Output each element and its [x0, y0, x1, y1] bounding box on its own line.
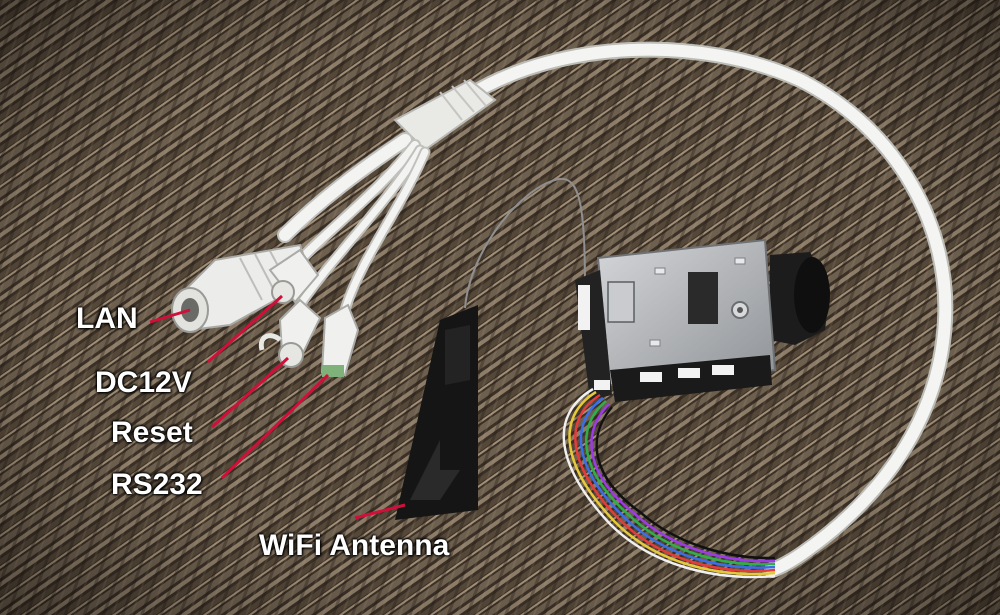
- label-reset: Reset: [111, 416, 193, 449]
- wire-bundle: [562, 387, 776, 579]
- label-wifi-antenna: WiFi Antenna: [259, 529, 450, 562]
- cable-breakout: [277, 78, 497, 316]
- leader-line-dc12v: [207, 294, 283, 364]
- leader-line-wifi-antenna: [354, 503, 406, 520]
- reset-connector: [258, 298, 322, 368]
- label-dc12v: DC12V: [95, 366, 192, 399]
- rs232-connector: [320, 303, 360, 377]
- leader-line-reset: [210, 356, 290, 429]
- white-cable-loop: [462, 41, 954, 578]
- leader-line-rs232: [220, 373, 330, 480]
- leader-line-lan: [149, 308, 191, 324]
- dc12v-connector: [268, 248, 320, 304]
- camera-module: [575, 238, 830, 402]
- label-lan: LAN: [76, 302, 138, 335]
- leader-lines: [149, 294, 406, 520]
- wifi-antenna: [395, 177, 586, 520]
- label-rs232: RS232: [111, 468, 203, 501]
